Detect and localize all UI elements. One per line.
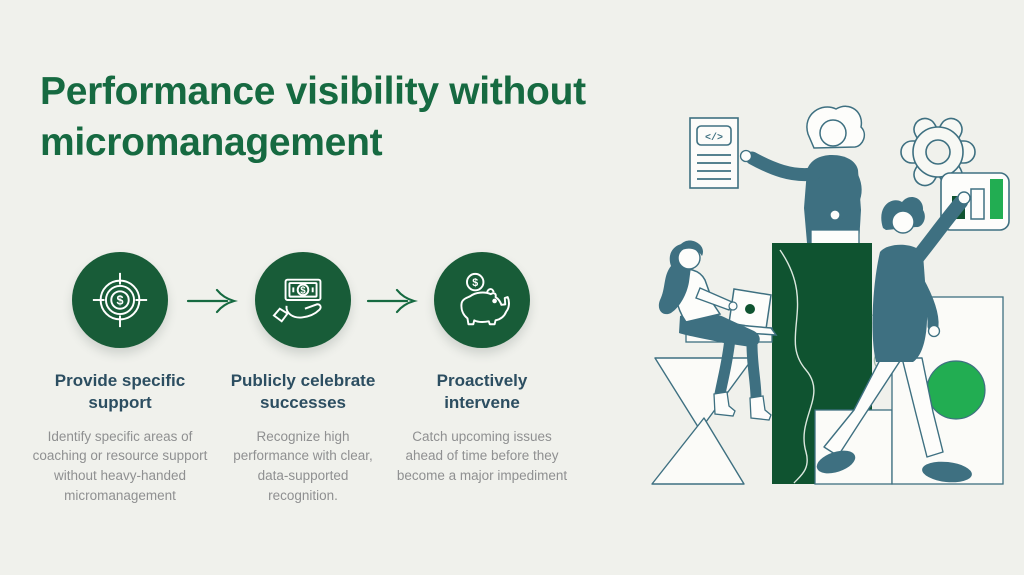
- code-document-icon: </>: [689, 117, 739, 189]
- process-steps: $ Provide specific support Identify spec…: [18, 252, 574, 506]
- svg-text:$: $: [117, 293, 124, 307]
- step-description: Identify specific areas of coaching or r…: [32, 428, 208, 504]
- step-celebrate-successes: $ Publicly celebrate successes Recognize…: [215, 252, 391, 506]
- money-hand-icon: $: [255, 252, 351, 348]
- svg-text:</>: </>: [705, 132, 723, 144]
- hourglass-stool: [651, 357, 754, 485]
- walking-man: [816, 191, 972, 483]
- slide-title: Performance visibility without micromana…: [40, 66, 700, 169]
- target-dollar-icon: $: [72, 252, 168, 348]
- step-proactively-intervene: $ Proactively intervene Catch upcoming i…: [390, 252, 574, 486]
- step-description: Catch upcoming issues ahead of time befo…: [396, 428, 568, 484]
- green-dot: [926, 360, 986, 420]
- team-illustration: </>: [651, 105, 1010, 485]
- title-line-2: micromanagement: [40, 121, 383, 165]
- step-heading: Proactively intervene: [436, 371, 528, 412]
- presenting-woman: [739, 105, 866, 245]
- step-provide-support: $ Provide specific support Identify spec…: [18, 252, 222, 506]
- step-description: Recognize high performance with clear, d…: [233, 428, 373, 504]
- svg-text:$: $: [300, 286, 306, 297]
- sitting-woman: [658, 240, 772, 421]
- title-line-1: Performance visibility without: [40, 70, 586, 113]
- step-heading: Provide specific support: [54, 371, 186, 412]
- step-heading: Publicly celebrate successes: [230, 371, 376, 412]
- gear-icon: [900, 117, 976, 187]
- arrow-right-icon: [186, 288, 238, 314]
- svg-text:$: $: [472, 277, 478, 289]
- piggy-bank-icon: $: [434, 252, 530, 348]
- arrow-right-icon: [366, 288, 418, 314]
